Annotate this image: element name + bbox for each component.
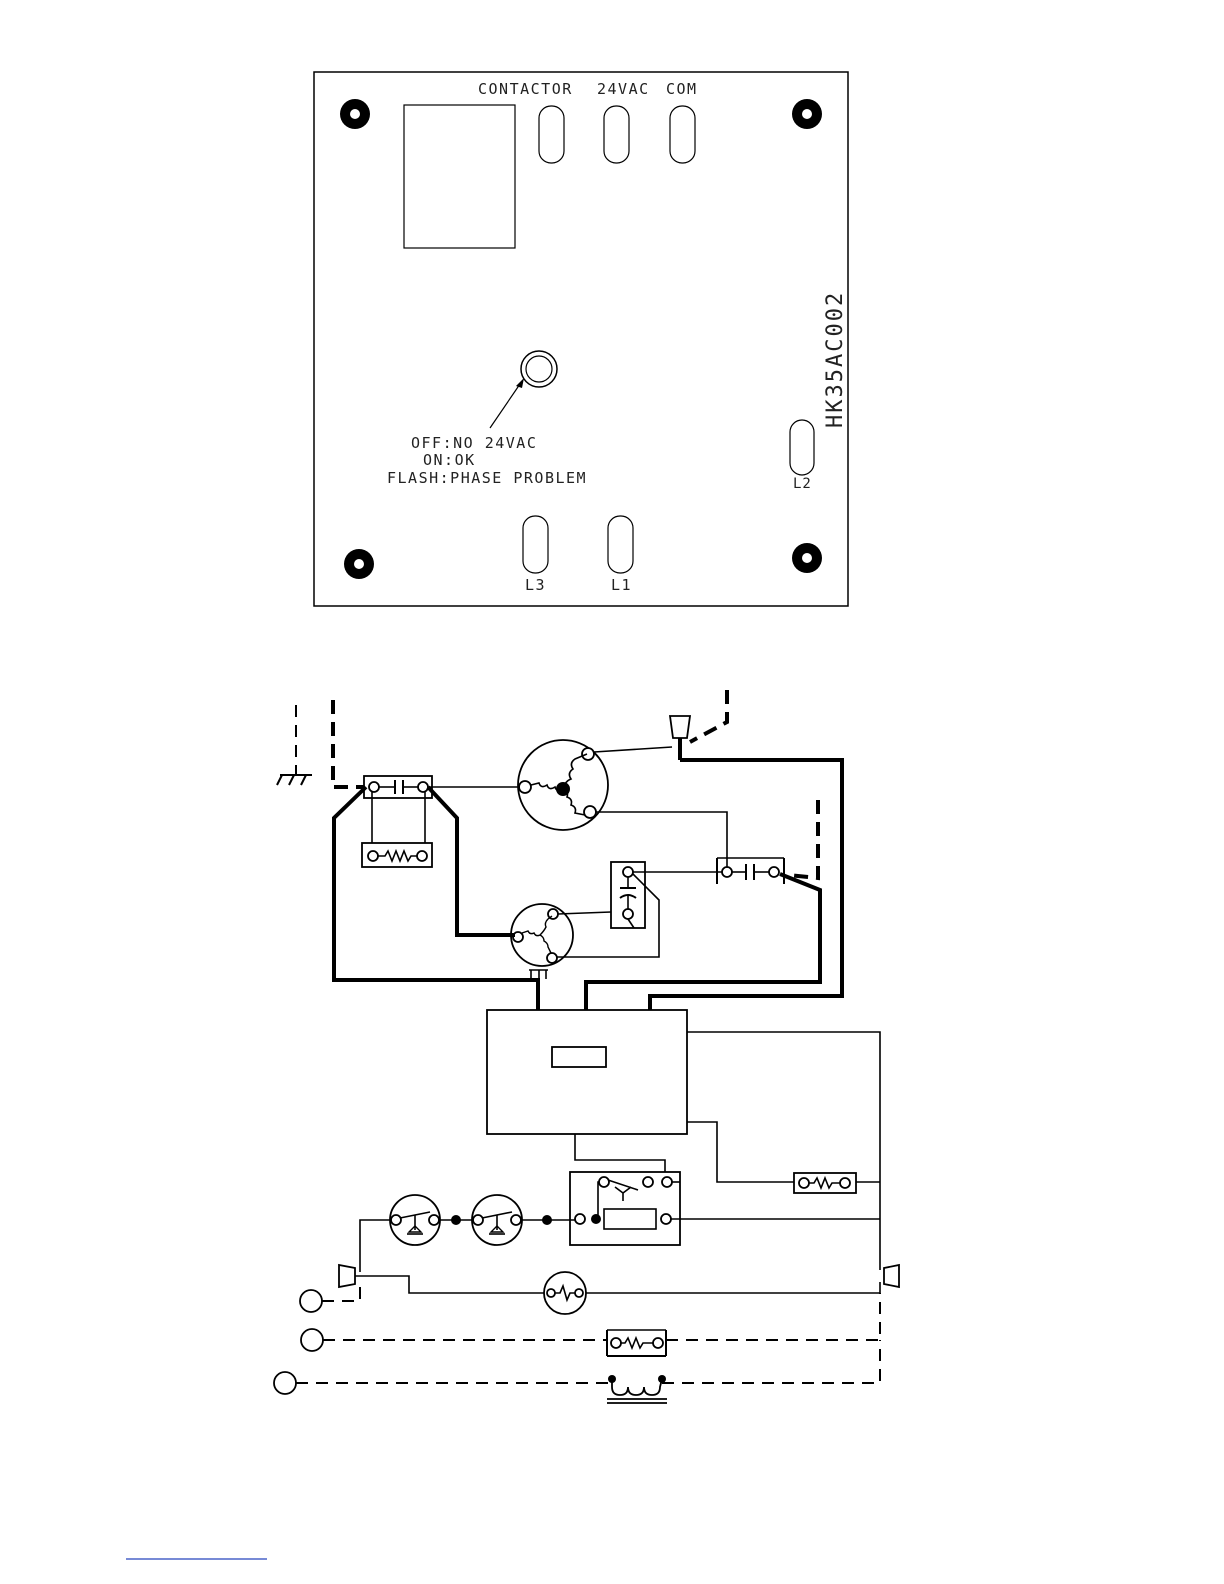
phase-monitor-board: CONTACTOR 24VAC COM L2 L3 L1 HK35AC002 O… — [314, 72, 848, 606]
crankcase-heater-component — [607, 1330, 666, 1356]
l3-label: L3 — [525, 576, 546, 594]
pressure-switch-1-icon — [390, 1195, 440, 1245]
ground-icon-fan — [529, 970, 548, 979]
terminal-circle-3 — [274, 1372, 296, 1394]
com-label: COM — [666, 80, 698, 98]
mounting-hole-bottom-left — [344, 549, 374, 579]
pressure-switch-2-icon — [472, 1195, 522, 1245]
24vac-terminal — [604, 106, 629, 163]
ground-icon — [277, 705, 312, 785]
relay-module — [570, 1172, 680, 1245]
mounting-hole-top-left — [340, 99, 370, 129]
com-terminal — [670, 106, 695, 163]
phase-monitor-led-window — [552, 1047, 606, 1067]
relay-component — [404, 105, 515, 248]
transformer-icon — [607, 1375, 667, 1403]
phase-monitor-module — [487, 1010, 687, 1134]
terminal-circle-2 — [301, 1329, 323, 1351]
led-legend-on: ON:OK — [423, 451, 476, 469]
contactor-terminal — [539, 106, 564, 163]
board-outline — [314, 72, 848, 606]
power-wire-left — [334, 787, 538, 1010]
terminal-lug-top-icon — [670, 716, 690, 760]
status-led — [521, 351, 557, 387]
l2-label: L2 — [793, 476, 812, 492]
mounting-hole-bottom-right — [792, 543, 822, 573]
power-wire-fan — [428, 787, 515, 935]
contactor-label: CONTACTOR — [478, 80, 573, 98]
l2-terminal — [790, 420, 814, 475]
compressor-motor-icon — [518, 740, 608, 830]
led-legend-flash: FLASH:PHASE PROBLEM — [387, 469, 587, 487]
led-legend-off: OFF:NO 24VAC — [411, 434, 537, 452]
mounting-hole-top-right — [792, 99, 822, 129]
part-number-label: HK35AC002 — [823, 291, 848, 428]
resistor-component-right — [794, 1173, 856, 1193]
terminal-lug-right-icon — [884, 1265, 899, 1287]
field-wire-right — [788, 800, 818, 878]
wiring-schematic — [274, 690, 899, 1403]
l1-terminal — [608, 516, 633, 573]
terminal-lug-left-icon — [339, 1265, 355, 1287]
resistor-component-top — [362, 843, 432, 867]
l3-terminal — [523, 516, 548, 573]
field-wire-l1 — [333, 700, 367, 787]
l1-label: L1 — [611, 576, 632, 594]
thermistor-icon — [544, 1272, 586, 1314]
field-wire-top — [690, 690, 727, 742]
capacitor-component — [364, 776, 432, 798]
power-wire-right-outer — [650, 760, 842, 1010]
terminal-circle-1 — [300, 1290, 322, 1312]
24vac-label: 24VAC — [597, 80, 650, 98]
